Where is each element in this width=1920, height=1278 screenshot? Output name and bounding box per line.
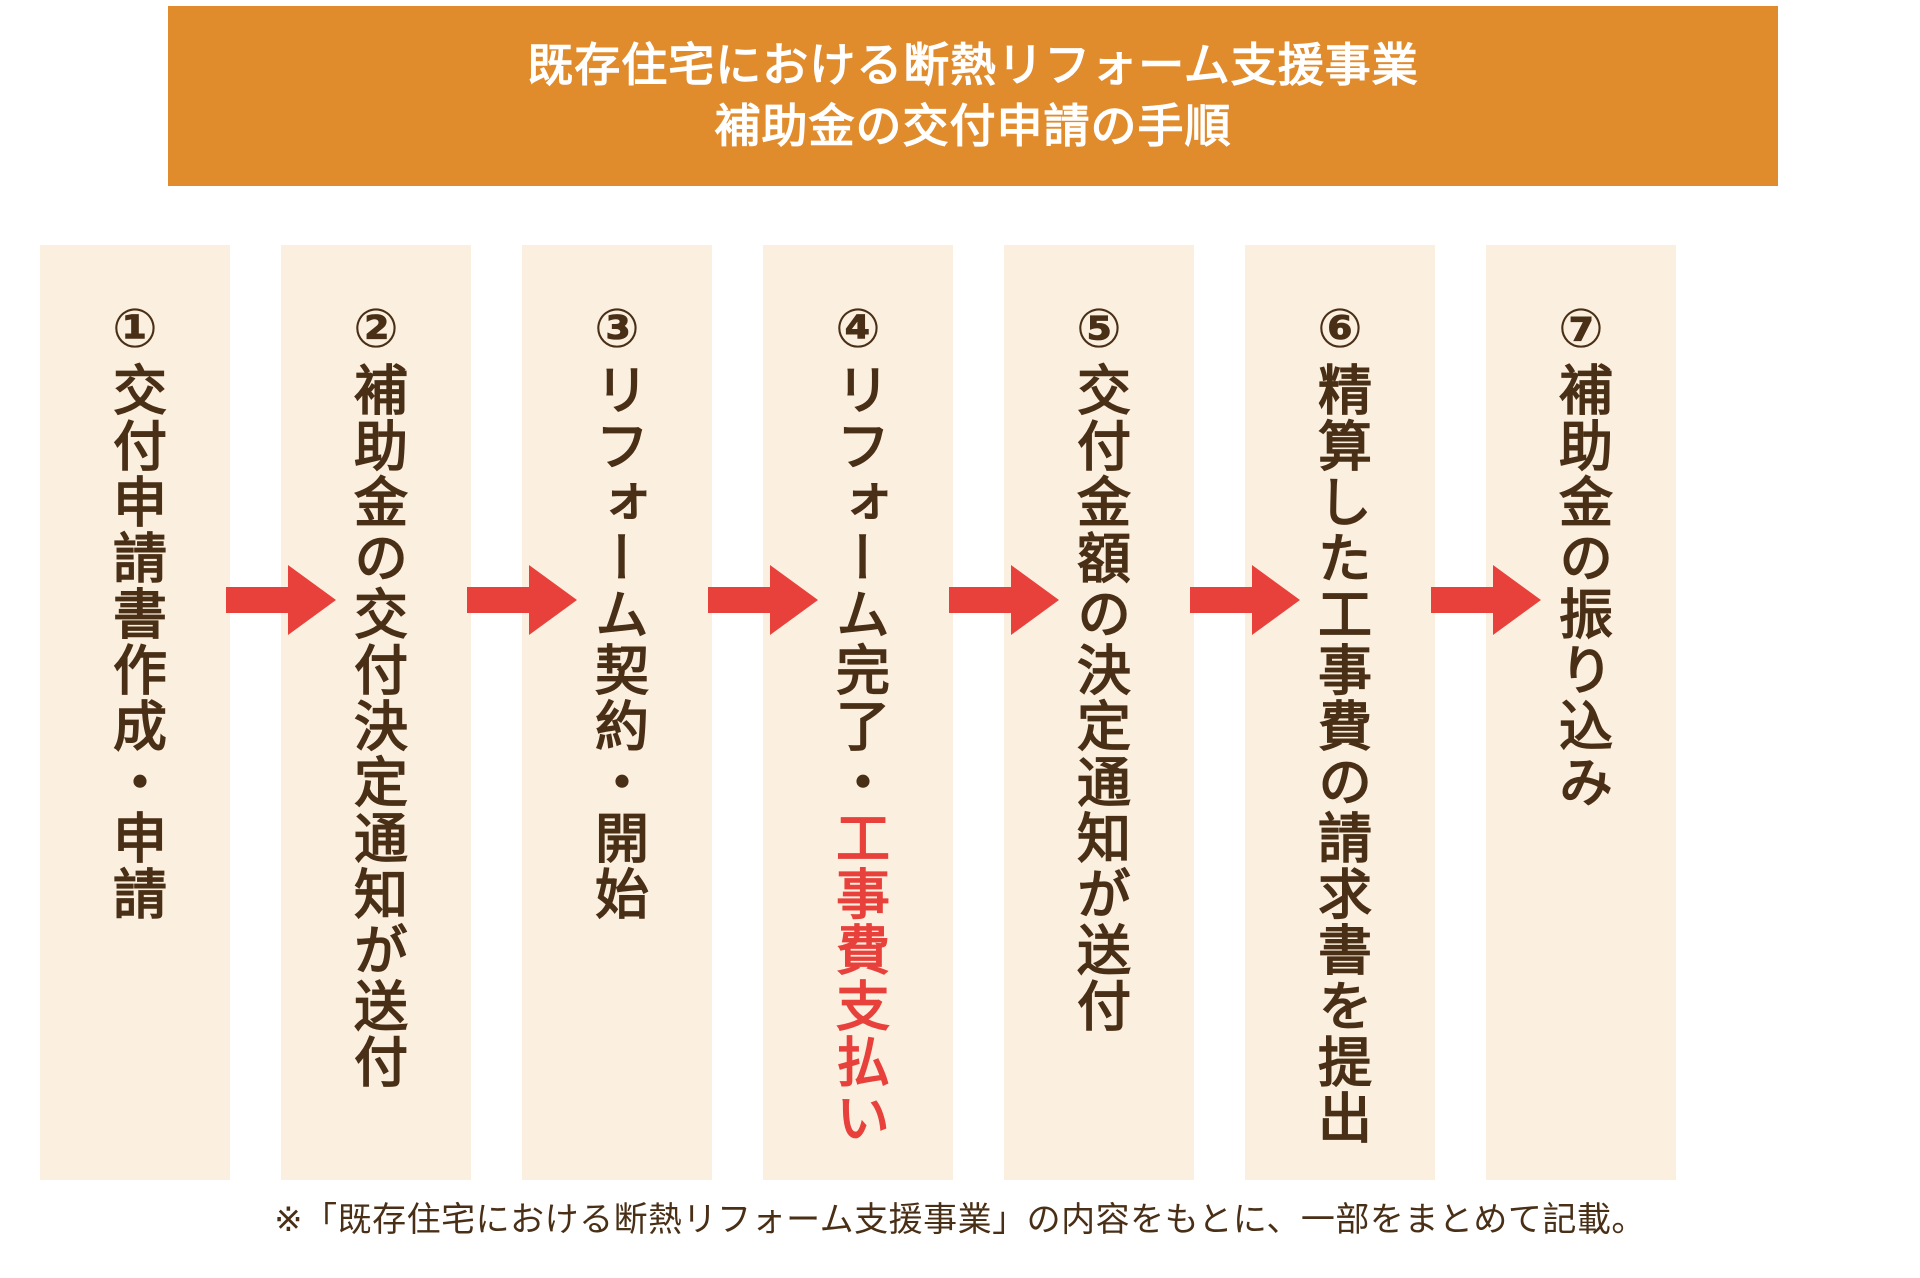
flow-step-7-content: ⑦補助金の振り込み bbox=[1486, 297, 1676, 1157]
header-banner: 既存住宅における断熱リフォーム支援事業 補助金の交付申請の手順 bbox=[168, 6, 1778, 186]
flow-step-6: ⑥精算した工事費の請求書を提出 bbox=[1245, 245, 1435, 1180]
arrow-right-icon bbox=[949, 563, 1061, 637]
flow-step-7: ⑦補助金の振り込み bbox=[1486, 245, 1676, 1180]
flow-step-1-label: ①交付申請書作成・申請 bbox=[103, 297, 167, 922]
arrow-right-icon bbox=[708, 563, 820, 637]
flow-step-2: ②補助金の交付決定通知が送付 bbox=[281, 245, 471, 1180]
flow-step-6-content: ⑥精算した工事費の請求書を提出 bbox=[1245, 297, 1435, 1157]
flow-step-7-label: ⑦補助金の振り込み bbox=[1549, 297, 1613, 810]
arrow-right-icon bbox=[467, 563, 579, 637]
flow-step-2-label: ②補助金の交付決定通知が送付 bbox=[344, 297, 408, 1090]
page-title-line-1: 既存住宅における断熱リフォーム支援事業 bbox=[527, 38, 1419, 91]
page-title-line-2: 補助金の交付申請の手順 bbox=[714, 100, 1232, 152]
flow-step-5: ⑤交付金額の決定通知が送付 bbox=[1004, 245, 1194, 1180]
flow-step-1: ①交付申請書作成・申請 bbox=[40, 245, 230, 1180]
arrow-right-icon bbox=[1190, 563, 1302, 637]
footnote: ※「既存住宅における断熱リフォーム支援事業」の内容をもとに、一部をまとめて記載。 bbox=[274, 1200, 1646, 1240]
flow-step-3-content: ③リフォーム契約・開始 bbox=[522, 297, 712, 1157]
flow-step-6-label: ⑥精算した工事費の請求書を提出 bbox=[1308, 297, 1372, 1146]
arrow-right-icon bbox=[226, 563, 338, 637]
flow-step-5-label: ⑤交付金額の決定通知が送付 bbox=[1067, 297, 1131, 1034]
flow-step-2-content: ②補助金の交付決定通知が送付 bbox=[281, 297, 471, 1157]
arrow-right-icon bbox=[1431, 563, 1543, 637]
flow-step-4-label-prefix: ④リフォーム完了・工事費支払い bbox=[827, 297, 890, 1157]
flow-step-3-label: ③リフォーム契約・開始 bbox=[585, 297, 649, 922]
flow-step-4-content: ④リフォーム完了・工事費支払い bbox=[763, 297, 953, 1157]
process-flow: ①交付申請書作成・申請 ②補助金の交付決定通知が送付 ③リフォーム契約・開始 ④… bbox=[0, 245, 1920, 1180]
flow-step-4-text: リフォーム完了・ bbox=[826, 362, 890, 810]
flow-step-3: ③リフォーム契約・開始 bbox=[522, 245, 712, 1180]
flow-step-1-content: ①交付申請書作成・申請 bbox=[40, 297, 230, 1157]
flow-step-4-number: ④ bbox=[826, 297, 890, 362]
flow-step-5-content: ⑤交付金額の決定通知が送付 bbox=[1004, 297, 1194, 1157]
flow-step-4: ④リフォーム完了・工事費支払い bbox=[763, 245, 953, 1180]
flow-step-4-accent-text: 工事費支払い bbox=[826, 810, 890, 1146]
